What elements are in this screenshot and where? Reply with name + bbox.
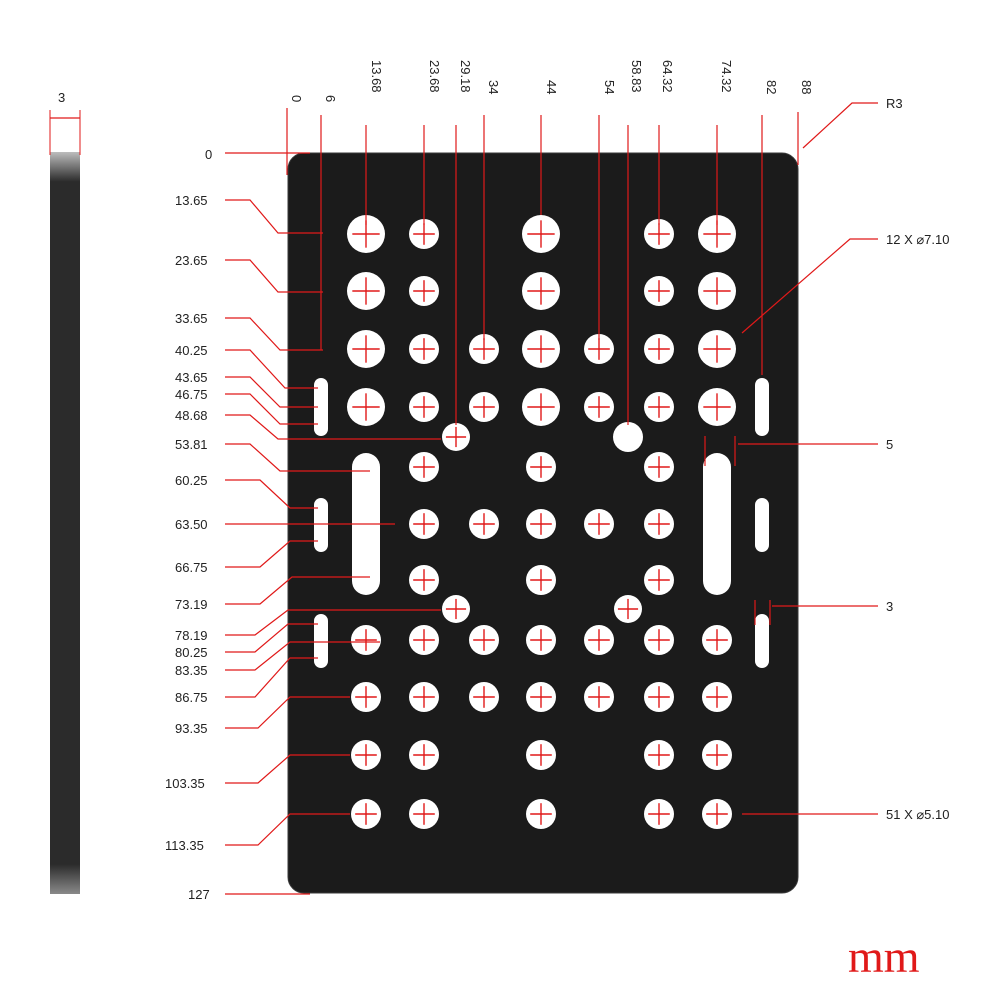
- small-holes-label: 51 X ⌀5.10: [886, 807, 949, 822]
- left-label-1: 13.65: [175, 193, 208, 208]
- left-leader: [225, 657, 318, 698]
- top-label-10: 74.32: [719, 60, 734, 93]
- left-leader: [225, 414, 441, 440]
- top-label-6: 44: [544, 80, 559, 94]
- large-holes-label: 12 X ⌀7.10: [886, 232, 949, 247]
- left-leader: [225, 317, 323, 351]
- left-label-18: 103.35: [165, 776, 205, 791]
- large-holes-leader: [741, 238, 878, 334]
- dimension-leaders: [225, 102, 878, 895]
- left-leader: [225, 199, 323, 234]
- left-label-9: 60.25: [175, 473, 208, 488]
- left-leader: [225, 813, 350, 846]
- left-label-10: 63.50: [175, 517, 208, 532]
- slot: [314, 614, 328, 668]
- corner-radius-leader: [802, 102, 878, 149]
- side-view: 3: [49, 90, 81, 894]
- left-dimension-labels: 0 13.65 23.65 33.65 40.25 43.65 46.75 48…: [165, 147, 212, 902]
- left-leader: [225, 349, 318, 389]
- left-label-12: 73.19: [175, 597, 208, 612]
- plain-hole: [613, 422, 643, 452]
- left-label-13: 78.19: [175, 628, 208, 643]
- left-label-14: 80.25: [175, 645, 208, 660]
- left-label-8: 53.81: [175, 437, 208, 452]
- left-leader: [225, 609, 441, 636]
- small-slot-width-label: 3: [886, 599, 893, 614]
- left-label-0: 0: [205, 147, 212, 162]
- left-leader: [225, 623, 318, 653]
- left-label-11: 66.75: [175, 560, 208, 575]
- corner-radius-label: R3: [886, 96, 903, 111]
- long-slot: [703, 453, 731, 595]
- holes-layer: [314, 215, 769, 829]
- unit-label: mm: [848, 931, 920, 982]
- left-label-6: 46.75: [175, 387, 208, 402]
- left-leader: [225, 443, 370, 472]
- left-leader: [225, 696, 350, 729]
- top-label-12: 88: [799, 80, 814, 94]
- top-label-9: 64.32: [660, 60, 675, 93]
- slot-width-label: 5: [886, 437, 893, 452]
- slot: [755, 614, 769, 668]
- left-leader: [225, 576, 370, 605]
- left-leader: [225, 376, 318, 408]
- top-label-3: 23.68: [427, 60, 442, 93]
- left-label-5: 43.65: [175, 370, 208, 385]
- left-leader: [225, 754, 350, 784]
- left-leader: [225, 540, 318, 568]
- left-label-3: 33.65: [175, 311, 208, 326]
- slot: [755, 498, 769, 552]
- left-label-16: 86.75: [175, 690, 208, 705]
- top-label-2: 13.68: [369, 60, 384, 93]
- left-leader: [225, 641, 380, 671]
- left-label-15: 83.35: [175, 663, 208, 678]
- top-label-5: 34: [486, 80, 501, 94]
- side-view-bar: [50, 152, 80, 894]
- left-leader: [225, 393, 318, 425]
- left-label-2: 23.65: [175, 253, 208, 268]
- top-label-7: 54: [602, 80, 617, 94]
- slot: [755, 378, 769, 436]
- left-leader: [225, 479, 318, 509]
- slot: [314, 498, 328, 552]
- slot: [314, 378, 328, 436]
- left-label-4: 40.25: [175, 343, 208, 358]
- top-label-0: 0: [289, 95, 304, 102]
- top-label-11: 82: [764, 80, 779, 94]
- thickness-label: 3: [58, 90, 65, 105]
- left-leader: [225, 259, 323, 293]
- top-dimension-labels: 0 6 13.68 23.68 29.18 34 44 54 58.83 64.…: [289, 60, 814, 102]
- left-label-7: 48.68: [175, 408, 208, 423]
- left-label-20: 127: [188, 887, 210, 902]
- right-dimension-labels: R3 12 X ⌀7.10 5 3 51 X ⌀5.10: [886, 96, 949, 822]
- top-label-4: 29.18: [458, 60, 473, 93]
- left-label-17: 93.35: [175, 721, 208, 736]
- left-label-19: 113.35: [165, 838, 204, 853]
- top-label-1: 6: [323, 95, 338, 102]
- top-label-8: 58.83: [629, 60, 644, 93]
